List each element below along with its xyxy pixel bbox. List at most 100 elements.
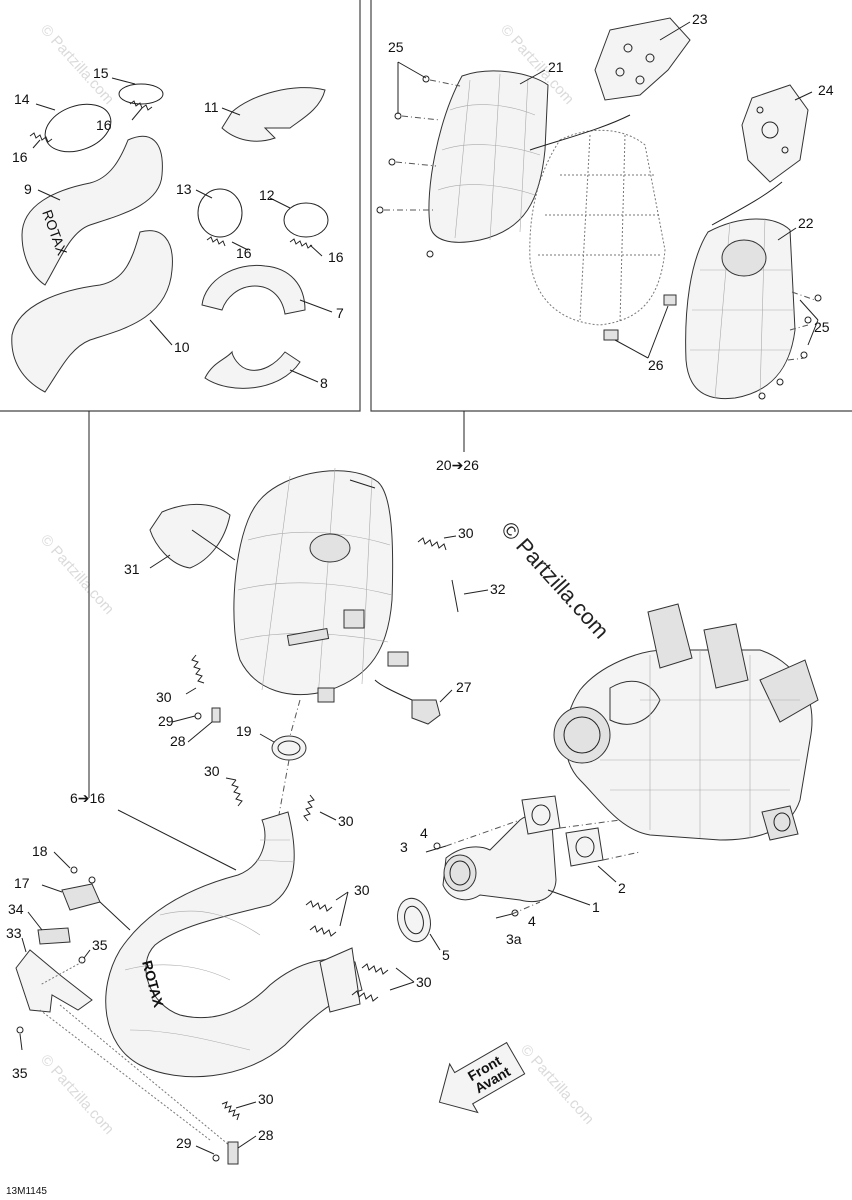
label-7: 7 [336, 305, 344, 321]
label-18: 18 [32, 843, 48, 859]
label-30c: 30 [204, 763, 220, 779]
spring-30-c [231, 779, 243, 807]
pipe-9 [21, 135, 163, 286]
ring-12 [283, 202, 329, 238]
label-1: 1 [592, 899, 600, 915]
watermark-4: © Partzilla.com [37, 1051, 117, 1137]
label-33: 33 [6, 925, 22, 941]
ring-5 [397, 897, 431, 943]
label-11: 11 [204, 99, 219, 115]
label-26: 26 [648, 357, 664, 373]
label-12: 12 [259, 187, 275, 203]
gasket-31 [149, 503, 231, 569]
label-30a: 30 [458, 525, 474, 541]
silencer-half-21 [428, 70, 549, 243]
bolt-3a [495, 913, 513, 919]
label-16d: 16 [328, 249, 344, 265]
watermark-5: © Partzilla.com [517, 1041, 597, 1127]
silencer-ghost [529, 129, 666, 326]
watermark-3: © Partzilla.com [37, 531, 117, 617]
label-30f: 30 [416, 974, 432, 990]
label-28a: 28 [170, 733, 186, 749]
label-24: 24 [818, 82, 834, 98]
spring-30-a [417, 537, 447, 551]
label-30e: 30 [354, 882, 370, 898]
label-16c: 16 [236, 245, 252, 261]
panel-frames [0, 0, 852, 412]
label-19: 19 [236, 723, 252, 739]
label-14: 14 [14, 91, 30, 107]
spring-30-b [191, 654, 205, 684]
bracket-32 [451, 579, 459, 613]
ring-13 [197, 188, 243, 238]
label-4a: 4 [420, 825, 428, 841]
spring-16-a [29, 132, 53, 143]
partzilla-brand: © Partzilla.com [496, 517, 614, 644]
spring-30-h [221, 1101, 240, 1121]
label-6-16: 6➔16 [70, 790, 105, 806]
label-25a: 25 [388, 39, 404, 55]
label-20-26: 20➔26 [436, 457, 479, 473]
top-left-panel: ROTAX 14 15 16 16 9 10 11 13 12 16 16 7 … [11, 65, 344, 393]
gasket-24 [741, 84, 809, 183]
pipe-7 [201, 264, 306, 315]
label-29b: 29 [176, 1135, 192, 1151]
clip-26-a [603, 329, 619, 341]
spring-30-d [303, 794, 315, 822]
pipe-10 [11, 230, 173, 393]
label-23: 23 [692, 11, 708, 27]
spring-30-g [361, 963, 389, 975]
label-21: 21 [548, 59, 564, 75]
label-28b: 28 [258, 1127, 274, 1143]
label-16b: 16 [96, 117, 112, 133]
sensor-27 [411, 699, 441, 725]
front-arrow: Front Avant [438, 1041, 526, 1114]
label-30d: 30 [338, 813, 354, 829]
spring-30-e [305, 900, 333, 912]
label-27: 27 [456, 679, 472, 695]
muffler-outlet [309, 533, 351, 563]
gasket-23 [594, 17, 691, 101]
ring-15 [118, 83, 164, 105]
label-29a: 29 [158, 713, 174, 729]
clip-26-b [663, 294, 677, 306]
gasket-2b [565, 827, 604, 867]
expansion-chamber [105, 811, 363, 1078]
label-17: 17 [14, 875, 30, 891]
label-34: 34 [8, 901, 24, 917]
bracket-33 [15, 949, 93, 1013]
label-15: 15 [93, 65, 109, 81]
label-32: 32 [490, 581, 506, 597]
spring-16-c [206, 236, 226, 247]
gasket-2a [521, 795, 561, 835]
shield-11 [221, 87, 326, 142]
top-right-panel: 25 21 23 24 22 25 26 [376, 11, 834, 400]
label-35b: 35 [12, 1065, 28, 1081]
label-16a: 16 [12, 149, 28, 165]
spring-30-f [309, 925, 337, 937]
label-30g: 30 [258, 1091, 274, 1107]
diagram-code: 13M1145 [6, 1186, 47, 1197]
seal-19 [271, 735, 307, 761]
silencer-half-22 [685, 218, 796, 400]
ring-14 [44, 103, 112, 153]
label-4b: 4 [528, 913, 536, 929]
label-3: 3 [400, 839, 408, 855]
label-13: 13 [176, 181, 192, 197]
label-31: 31 [124, 561, 140, 577]
label-8: 8 [320, 375, 328, 391]
label-5: 5 [442, 947, 450, 963]
label-25b: 25 [814, 319, 830, 335]
engine [553, 603, 819, 841]
plate-34 [37, 927, 71, 945]
label-2: 2 [618, 880, 626, 896]
spring-16-d [289, 238, 313, 249]
label-22: 22 [798, 215, 814, 231]
label-10: 10 [174, 339, 190, 355]
spring-16-b [129, 100, 153, 111]
chamber-tail [319, 947, 361, 1013]
label-30b: 30 [156, 689, 172, 705]
label-9: 9 [24, 181, 32, 197]
bottom-assembly: 20➔26 6➔16 31 30 32 30 29 28 27 19 [6, 411, 819, 1197]
plate-17 [61, 883, 101, 911]
